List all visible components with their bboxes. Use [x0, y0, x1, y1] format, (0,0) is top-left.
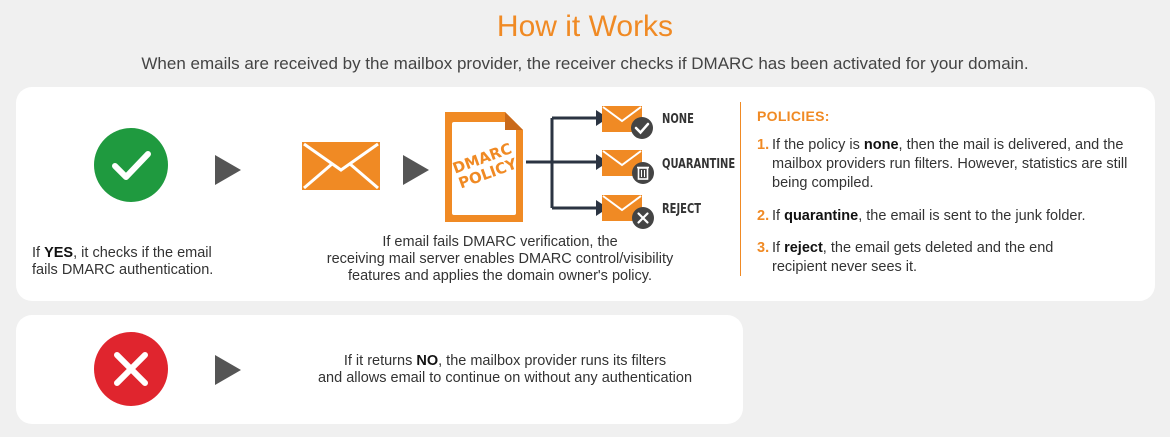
no-keyword: NO	[416, 353, 439, 369]
outcome-reject-label: REJECT	[662, 202, 702, 217]
outcome-none-label: NONE	[662, 112, 694, 127]
reject-envelope-icon	[602, 195, 654, 229]
yes-path-text-line2: fails DMARC authentication.	[32, 262, 214, 278]
envelope-icon	[302, 142, 380, 190]
none-envelope-icon	[602, 106, 653, 139]
outcome-quarantine-label: QUARANTINE	[662, 157, 736, 172]
policy-item-none: 1. If the policy is none, then the mail …	[757, 136, 1157, 196]
no-suffix: , the mailbox provider runs its filters	[438, 353, 667, 369]
branch-arrows-icon	[526, 110, 608, 216]
dmarc-description: If email fails DMARC verification, the r…	[290, 234, 710, 285]
no-path-text: If it returns NO, the mailbox provider r…	[270, 353, 740, 387]
policies-title: POLICIES:	[757, 108, 830, 124]
policy-post: , the email is sent to the junk folder.	[858, 208, 1086, 224]
yes-path-card	[16, 87, 1155, 301]
page-title: How it Works	[496, 10, 674, 43]
page-subtitle: When emails are received by the mailbox …	[141, 54, 1029, 73]
dmarc-policy-document-icon	[445, 112, 523, 222]
dmarc-description-line1: If email fails DMARC verification, the	[382, 234, 618, 250]
check-circle-icon	[94, 128, 168, 202]
policy-pre: If	[772, 208, 785, 224]
policy-number: 1.	[757, 137, 770, 153]
yes-path-text-line1: If YES, it checks if the email	[32, 245, 252, 262]
policy-pre: If the policy is	[772, 137, 864, 153]
no-path-text-line1: If it returns NO, the mailbox provider r…	[270, 353, 740, 370]
policy-text: If quarantine, the email is sent to the …	[772, 207, 1162, 226]
no-prefix: If it returns	[343, 353, 417, 369]
dmarc-description-line2: receiving mail server enables DMARC cont…	[326, 251, 674, 267]
policy-pre: If	[772, 240, 785, 256]
flow-arrow-icon	[215, 355, 241, 385]
policy-number: 3.	[757, 240, 770, 256]
yes-path-text: If YES, it checks if the email fails DMA…	[32, 245, 252, 279]
yes-prefix: If	[32, 245, 45, 261]
policy-item-quarantine: 2. If quarantine, the email is sent to t…	[757, 207, 1157, 229]
policy-post: , then the mail is delivered, and the ma…	[772, 137, 1128, 191]
policy-number: 2.	[757, 208, 770, 224]
yes-keyword: YES	[44, 245, 74, 261]
policy-text: If reject, the email gets deleted and th…	[772, 239, 1112, 277]
x-circle-icon	[94, 332, 168, 406]
policy-text: If the policy is none, then the mail is …	[772, 136, 1162, 193]
flow-arrow-icon	[403, 155, 429, 185]
policy-keyword: none	[863, 137, 899, 153]
policy-keyword: reject	[784, 240, 823, 256]
policies-divider	[740, 102, 741, 276]
policy-post: , the email gets deleted and the end rec…	[772, 240, 1054, 275]
yes-suffix: , it checks if the email	[73, 245, 212, 261]
dmarc-description-line3: features and applies the domain owner's …	[348, 268, 652, 284]
flow-arrow-icon	[215, 155, 241, 185]
no-path-text-line2: and allows email to continue on without …	[317, 370, 693, 386]
policy-item-reject: 3. If reject, the email gets deleted and…	[757, 239, 1157, 279]
policy-keyword: quarantine	[784, 208, 859, 224]
quarantine-envelope-icon	[602, 150, 654, 184]
